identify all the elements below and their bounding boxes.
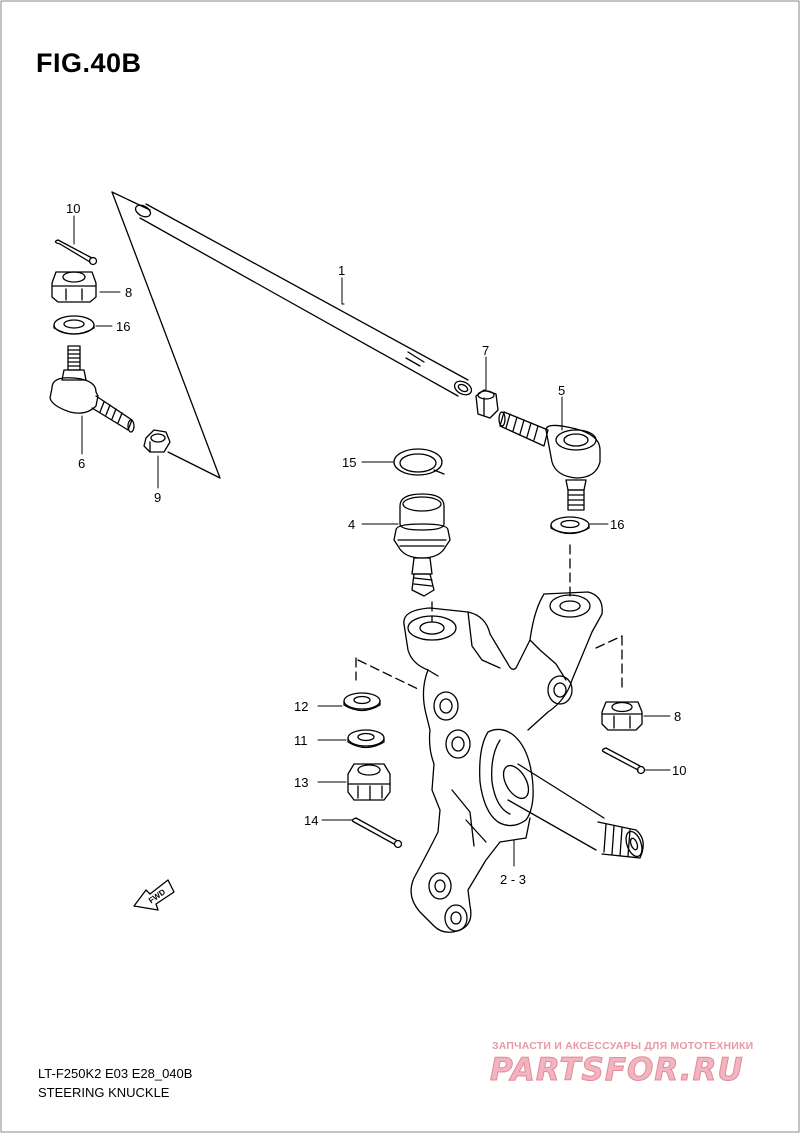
callout-10-left: 10	[66, 201, 80, 216]
callout-8-left: 8	[125, 285, 132, 300]
callout-10-right: 10	[672, 763, 686, 778]
fwd-arrow-icon: FWD	[133, 879, 175, 911]
callout-5: 5	[558, 383, 565, 398]
tie-rod-end-left	[49, 345, 135, 433]
callout-14: 14	[304, 813, 318, 828]
lock-nut	[475, 389, 499, 419]
callout-9: 9	[154, 490, 161, 505]
castle-nut-right	[601, 701, 643, 731]
nut-left	[143, 429, 171, 453]
ball-joint	[393, 493, 451, 597]
section-name: STEERING KNUCKLE	[38, 1085, 170, 1100]
watermark-logo: PARTSFOR.RU	[490, 1052, 744, 1089]
callout-15: 15	[342, 455, 356, 470]
cotter-pin-14	[351, 817, 403, 849]
watermark-tagline: ЗАПЧАСТИ И АКСЕССУАРЫ ДЛЯ МОТОТЕХНИКИ	[492, 1040, 754, 1052]
callout-2-3: 2 - 3	[500, 872, 526, 887]
callout-6: 6	[78, 456, 85, 471]
tie-rod	[134, 203, 473, 397]
circlip	[393, 448, 445, 476]
callout-7: 7	[482, 343, 489, 358]
castle-nut-left	[51, 271, 97, 303]
steering-knuckle	[403, 591, 644, 933]
tie-rod-end-right	[498, 411, 601, 511]
callout-16-left: 16	[116, 319, 130, 334]
callout-16-right: 16	[610, 517, 624, 532]
washer-11	[347, 729, 385, 749]
callout-labels: 1 10 8 16 6 9 7 5 16 15 4 12 11 13 14 8 …	[66, 201, 686, 887]
callout-13: 13	[294, 775, 308, 790]
callout-1: 1	[338, 263, 345, 278]
callout-leaders	[73, 215, 671, 867]
assembly-guide-lines	[355, 544, 623, 691]
model-code: LT-F250K2 E03 E28_040B	[38, 1066, 193, 1081]
cotter-pin-right	[601, 747, 646, 775]
washer-left	[53, 315, 95, 335]
callout-4: 4	[348, 517, 355, 532]
cotter-pin-left	[54, 239, 98, 266]
callout-11: 11	[294, 733, 308, 748]
washer-right	[550, 516, 590, 535]
figure-title: FIG.40B	[36, 48, 142, 78]
castle-nut-13	[347, 763, 391, 801]
callout-12: 12	[294, 699, 308, 714]
tie-rod-assembly-guide	[111, 191, 221, 479]
callout-8-right: 8	[674, 709, 681, 724]
washer-12	[343, 692, 381, 712]
